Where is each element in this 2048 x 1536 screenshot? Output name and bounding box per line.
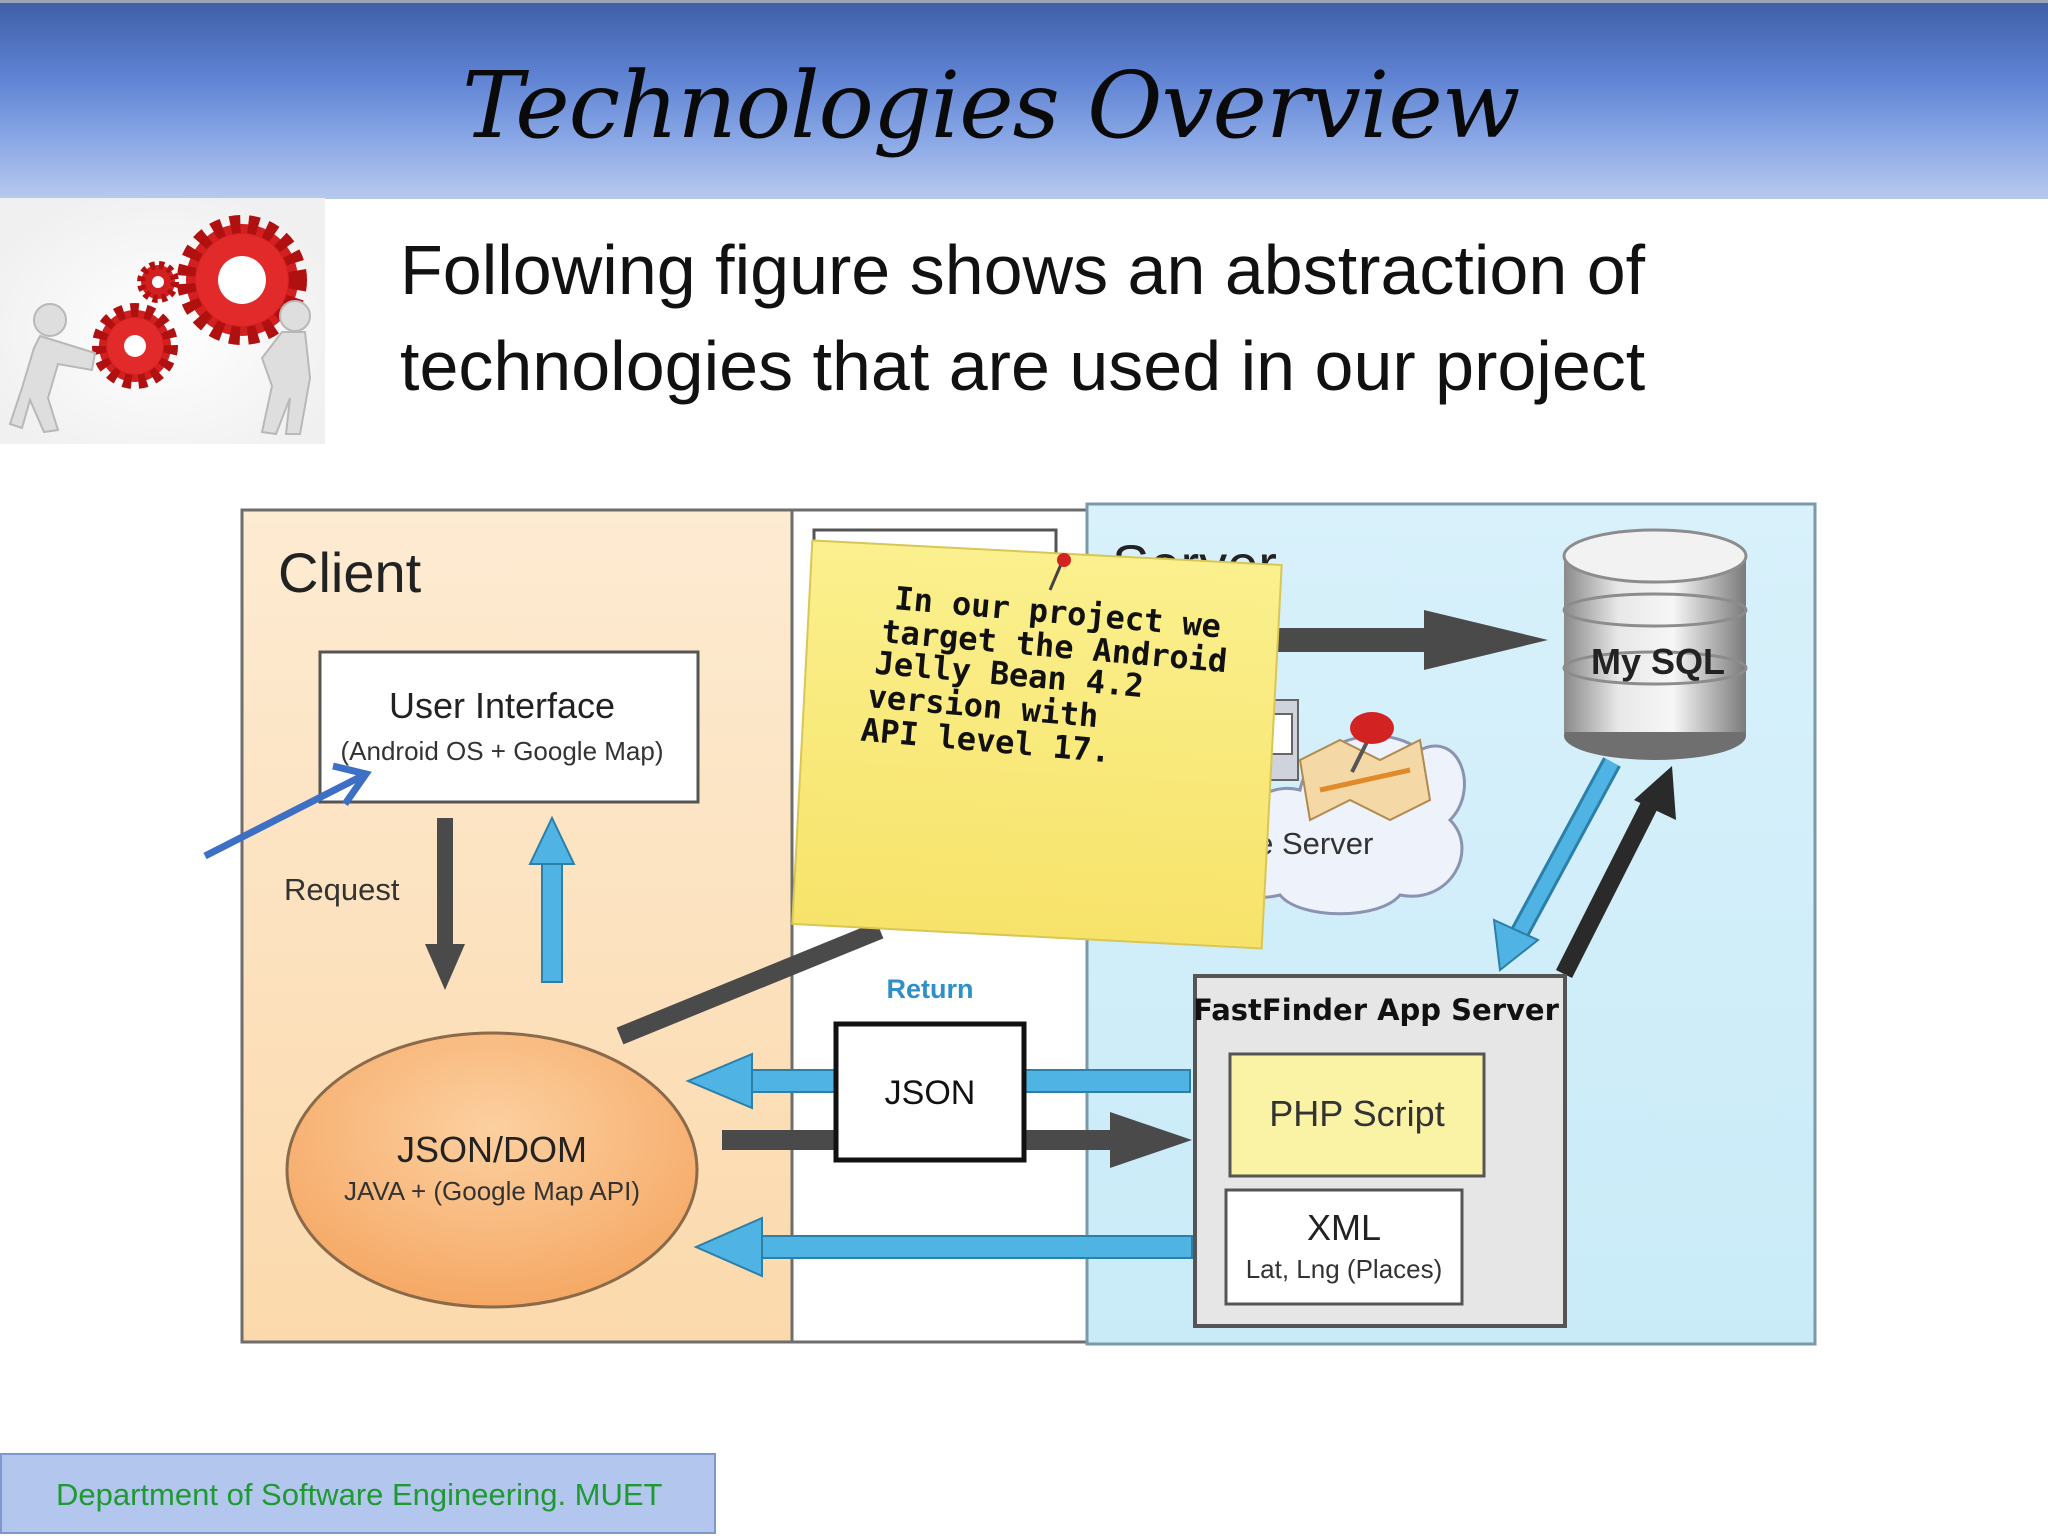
user-interface-subtitle: (Android OS + Google Map) [341, 736, 664, 766]
figure-right-icon [260, 300, 312, 436]
sticky-note-text: In our project we target the Android Jel… [859, 579, 1228, 770]
user-interface-title: User Interface [389, 685, 615, 726]
mysql-label: My SQL [1591, 641, 1725, 682]
intro-line-1: Following figure shows an abstraction of [400, 231, 1646, 309]
xml-box [1224, 1188, 1464, 1306]
php-script-box [1228, 1052, 1486, 1178]
map-icon [1298, 738, 1432, 822]
appserver-to-mysql-dark-arrow [1555, 766, 1676, 979]
client-label: Client [278, 541, 422, 604]
return-label: Return [887, 974, 974, 1004]
pointer-arrow-icon [203, 762, 372, 860]
xml-title: XML [1307, 1207, 1381, 1248]
tiny-gear-icon [137, 261, 179, 303]
small-gear-icon [92, 303, 178, 389]
ellipse-to-note-line [616, 921, 884, 1045]
json-label: JSON [885, 1074, 976, 1112]
sticky-note [791, 539, 1283, 950]
user-interface-box [318, 650, 700, 804]
footer-box: Department of Software Engineering. MUET [0, 1453, 716, 1534]
gears-teamwork-picture [0, 198, 325, 444]
large-gear-icon [177, 215, 307, 345]
title-band [0, 0, 2048, 199]
xml-subtitle: Lat, Lng (Places) [1246, 1254, 1443, 1284]
map-pin-icon [1350, 712, 1394, 773]
response-up-arrow [528, 815, 576, 983]
to-mysql-dark-arrow [1262, 610, 1548, 670]
json-dom-title: JSON/DOM [397, 1129, 587, 1170]
json-dom-ellipse [285, 1031, 699, 1309]
request-label: Request [284, 872, 400, 907]
request-down-arrow [425, 818, 465, 990]
slide-title: Technologies Overview [462, 52, 1521, 159]
return-blue-arrow-bottom [693, 1216, 1193, 1278]
mysql-database-icon [1562, 528, 1748, 760]
intro-text: Following figure shows an abstraction of… [400, 222, 1800, 414]
pushpin-icon [1048, 553, 1071, 591]
intro-line-2: technologies that are used in our projec… [400, 327, 1646, 405]
php-script-label: PHP Script [1269, 1093, 1444, 1134]
figure-left-icon [8, 303, 97, 434]
json-dom-subtitle: JAVA + (Google Map API) [344, 1176, 640, 1206]
mysql-to-appserver-blue-arrow [1492, 757, 1621, 972]
app-server-title: FastFinder App Server [1193, 993, 1560, 1027]
footer-text: Department of Software Engineering. MUET [56, 1477, 663, 1512]
json-box [833, 1021, 1027, 1163]
